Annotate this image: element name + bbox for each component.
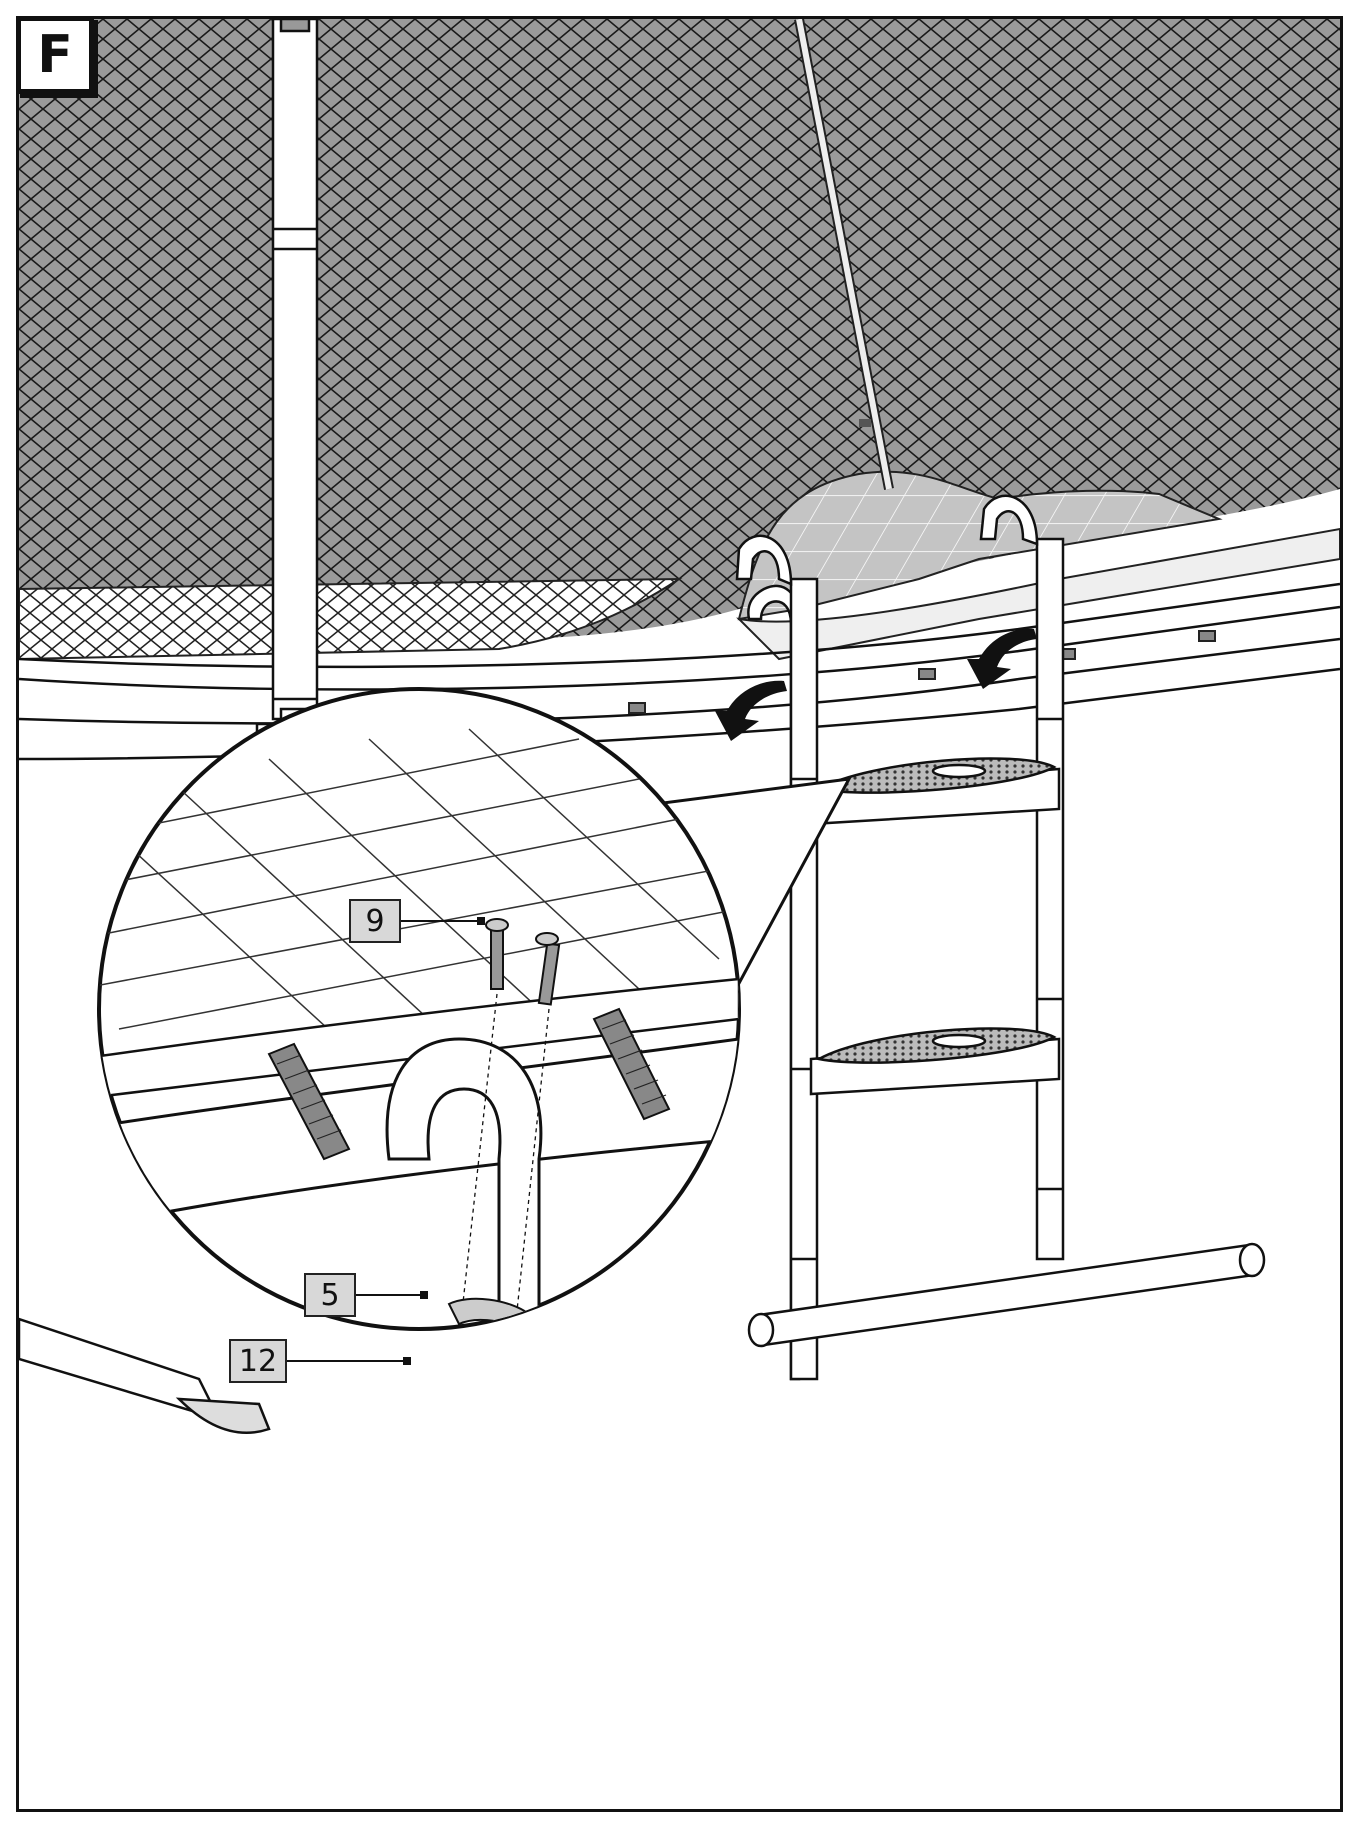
trampoline-leg: [19, 1317, 271, 1434]
part-callout-clamp: 5: [304, 1273, 356, 1317]
leader-line: [287, 1360, 407, 1362]
step-letter: F: [37, 25, 73, 85]
curved-arrow-down-icon: [715, 680, 787, 741]
detail-view: [97, 687, 741, 1331]
part-number: 9: [365, 903, 385, 939]
illustration: [19, 19, 1340, 1434]
part-number: 12: [238, 1343, 278, 1379]
part-callout-wingnut: 12: [229, 1339, 287, 1383]
part-number: 5: [320, 1277, 340, 1313]
part-callout-screw: 9: [349, 899, 401, 943]
net-rope: [794, 19, 894, 490]
leader-dot: [403, 1357, 411, 1365]
leader-line: [401, 920, 481, 922]
safety-net: [19, 19, 1340, 661]
leader-line: [356, 1294, 424, 1296]
page-frame: F 9 5 12: [16, 16, 1343, 1812]
step-indicator: F: [19, 19, 94, 94]
leader-dot: [477, 917, 485, 925]
curved-arrow-down-icon: [967, 628, 1037, 689]
ladder: [735, 494, 1266, 1381]
leader-dot: [420, 1291, 428, 1299]
